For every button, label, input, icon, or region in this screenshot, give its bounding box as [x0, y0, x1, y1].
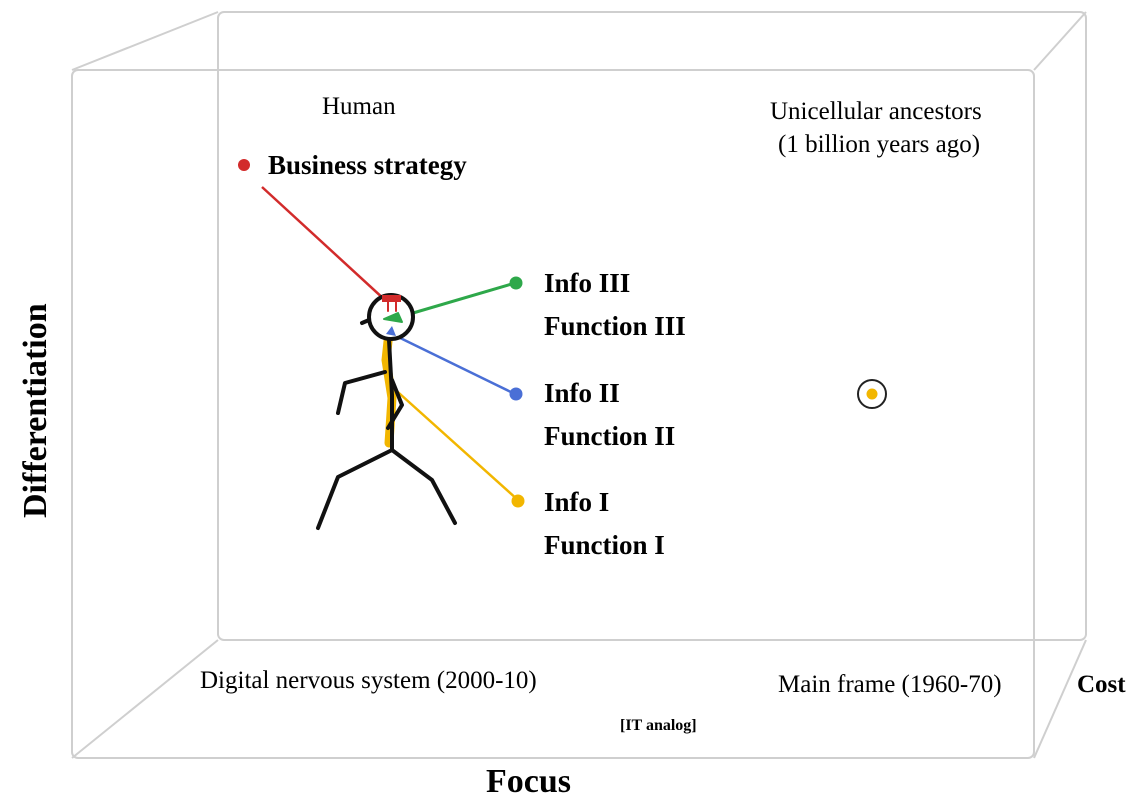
info2-dot [509, 387, 523, 401]
business-strategy-label: Business strategy [268, 150, 467, 180]
box-edge-top-left [71, 11, 219, 71]
box-wireframe [71, 11, 1087, 759]
unicellular-label-line2: (1 billion years ago) [778, 131, 981, 158]
box-edge-bottom-right [1033, 639, 1087, 759]
info3-dot [509, 276, 523, 290]
box-back-face [217, 11, 1087, 641]
info1-label: Info I [544, 487, 610, 517]
box-front-face [71, 69, 1035, 759]
cost-axis-label: Cost [1077, 671, 1126, 698]
unicellular-cell [857, 379, 887, 409]
function2-label: Function II [544, 421, 676, 451]
unicellular-label-line1: Unicellular ancestors [770, 98, 982, 125]
function3-label: Function III [544, 311, 686, 341]
differentiation-axis-label: Differentiation [17, 303, 54, 518]
info2-label: Info II [544, 378, 620, 408]
main-frame-label: Main frame (1960-70) [778, 671, 1002, 698]
left-arm [336, 370, 387, 415]
brain-red-mark [382, 295, 401, 302]
info1-connector [389, 384, 519, 501]
info1-dot [511, 494, 525, 508]
info3-label: Info III [544, 268, 631, 298]
head-nub [360, 318, 371, 325]
brain-green-mark [383, 312, 403, 323]
cell-nucleus [866, 388, 878, 400]
right-leg [390, 448, 457, 525]
human-stick-figure [316, 293, 457, 530]
info3-connector [395, 281, 516, 320]
business-strategy-connector [261, 186, 386, 301]
left-leg [316, 448, 394, 530]
focus-axis-label: Focus [486, 763, 571, 800]
box-edge-top-right [1033, 11, 1087, 71]
brain-blue-mark [386, 326, 396, 336]
digital-nervous-system-label: Digital nervous system (2000-10) [200, 667, 537, 694]
it-analog-label: [IT analog] [620, 717, 697, 734]
box-edge-bottom-left [71, 639, 219, 759]
business-strategy-dot [238, 159, 250, 171]
right-arm [386, 378, 404, 430]
torso-line [387, 338, 394, 452]
human-label: Human [322, 93, 396, 120]
function1-label: Function I [544, 530, 665, 560]
info2-connector [391, 332, 516, 396]
